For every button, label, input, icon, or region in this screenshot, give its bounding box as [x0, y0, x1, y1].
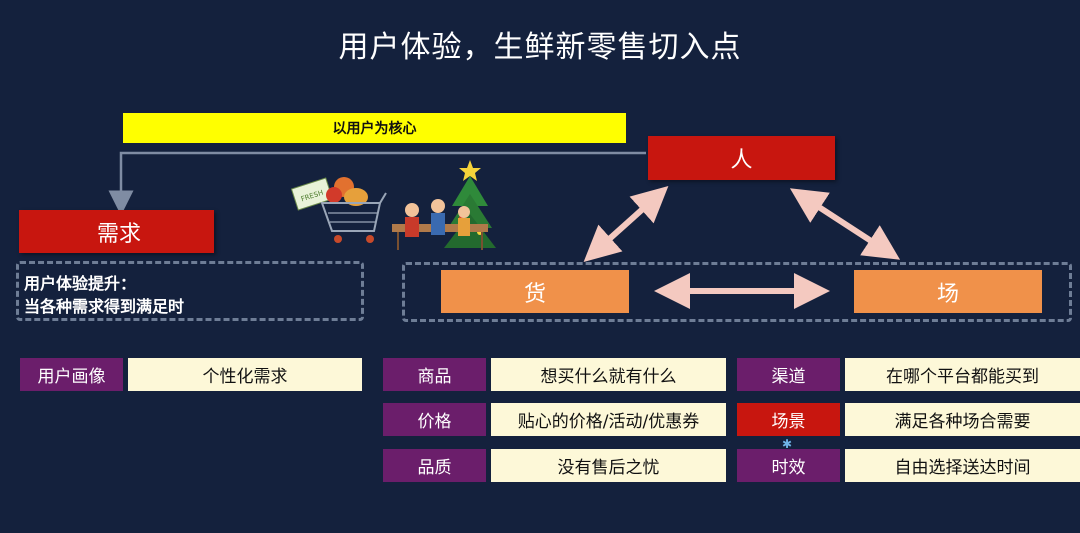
channel-row-label: 渠道	[737, 358, 840, 391]
person-node: 人	[648, 136, 835, 180]
user-row-value: 个性化需求	[128, 358, 362, 391]
demand-desc: 用户体验提升： 当各种需求得到满足时	[24, 272, 184, 318]
quality-row-label: 品质	[383, 449, 486, 482]
price-row-label: 价格	[383, 403, 486, 436]
core-banner: 以用户为核心	[123, 113, 626, 143]
scene-row-label: 场景	[737, 403, 840, 436]
page-title: 用户体验，生鲜新零售切入点	[338, 30, 742, 65]
small-star-icon: ✱	[782, 437, 792, 451]
goods-place-frame	[402, 262, 1072, 322]
goods-row-label: 商品	[383, 358, 486, 391]
goods-node: 货	[441, 270, 629, 313]
person-to-demand-connector	[108, 151, 646, 216]
quality-row-value: 没有售后之忧	[491, 449, 726, 482]
timeliness-row-label: 时效	[737, 449, 840, 482]
demand-desc-line1: 用户体验提升：	[24, 274, 137, 293]
price-row-value: 贴心的价格/活动/优惠券	[491, 403, 726, 436]
scene-row-value: 满足各种场合需要	[845, 403, 1080, 436]
channel-row-value: 在哪个平台都能买到	[845, 358, 1080, 391]
family-christmas-illustration	[392, 160, 496, 250]
user-row-label: 用户画像	[20, 358, 123, 391]
demand-desc-line2: 当各种需求得到满足时	[24, 297, 185, 316]
goods-row-value: 想买什么就有什么	[491, 358, 726, 391]
demand-node: 需求	[19, 210, 214, 253]
person-goods-arrow	[583, 185, 669, 263]
demand-desc-frame	[16, 261, 364, 321]
place-node: 场	[854, 270, 1042, 313]
person-place-arrow	[789, 188, 901, 260]
timeliness-row-value: 自由选择送达时间	[845, 449, 1080, 482]
shopping-cart-illustration: FRESH	[290, 177, 387, 243]
